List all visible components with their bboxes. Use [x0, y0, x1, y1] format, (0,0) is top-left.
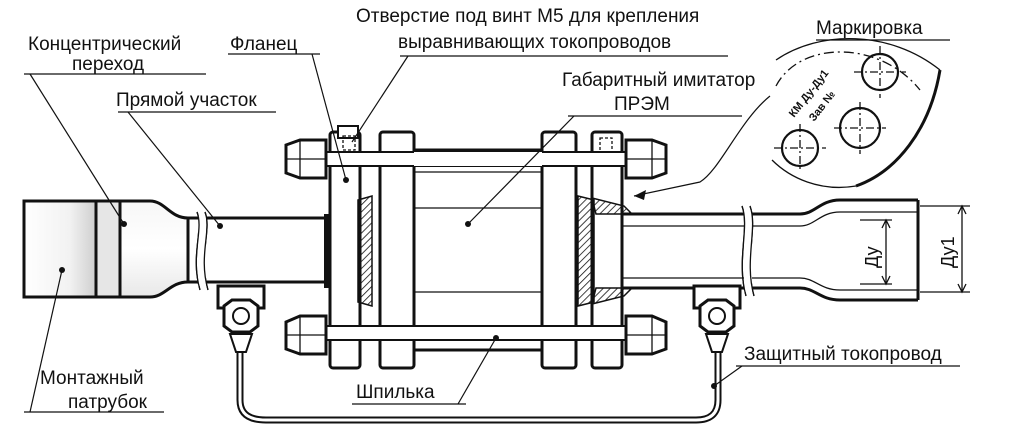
stud-bottom	[323, 325, 637, 341]
weld-left	[324, 214, 332, 288]
gasket-right	[577, 195, 595, 307]
label-stud: Шпилька	[356, 382, 435, 403]
label-hole-line2: выравнивающих токопроводов	[398, 32, 671, 53]
label-straight-section: Прямой участок	[116, 90, 257, 111]
nut-bottom-right	[624, 314, 668, 356]
protective-conductor	[216, 284, 742, 424]
concentric-reducer-right	[799, 198, 920, 302]
label-mount-line1: Монтажный	[40, 368, 144, 389]
label-imitator-line1: Габаритный имитатор	[562, 70, 755, 91]
dim-du1-label: Ду1	[938, 236, 958, 268]
label-marking: Маркировка	[816, 18, 923, 39]
straight-pipe-left	[188, 211, 330, 291]
nut-top-left	[284, 138, 328, 180]
leader-dots	[59, 177, 717, 389]
label-mount-line2: патрубок	[68, 392, 148, 413]
dim-du-label: Ду	[862, 246, 882, 268]
dimension-du	[860, 218, 892, 286]
marking-detail-inset: КМ Ду-Ду1 Зав №	[761, 38, 960, 188]
gasket-left	[357, 195, 373, 307]
label-concentric-line2: переход	[72, 54, 144, 75]
label-flange: Фланец	[230, 34, 298, 55]
dimension-du1	[920, 204, 970, 294]
imitator-body	[412, 148, 544, 352]
marking-leader	[633, 95, 771, 197]
concentric-reducer	[118, 199, 190, 299]
nut-top-right	[624, 138, 668, 180]
nut-bottom-left	[284, 314, 328, 356]
straight-pipe-right	[622, 205, 800, 297]
flange-left	[328, 125, 362, 370]
stud-top	[323, 151, 637, 167]
label-imitator-line2: ПРЭМ	[614, 94, 670, 115]
label-concentric-line1: Концентрический	[28, 34, 181, 55]
leader-lines	[24, 39, 960, 413]
label-protective-conductor: Защитный токопровод	[744, 344, 942, 365]
label-hole-line1: Отверстие под винт М5 для крепления	[356, 6, 699, 27]
m5-hole	[342, 135, 356, 151]
mounting-pipe	[22, 199, 122, 299]
